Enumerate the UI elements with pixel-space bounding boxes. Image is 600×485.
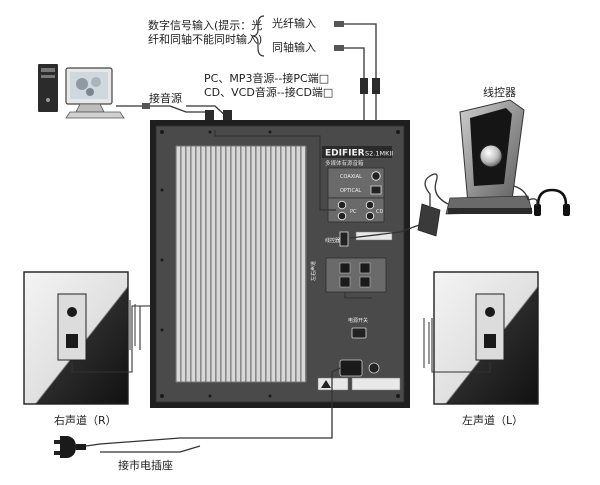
controller-port: 线控器 [325,231,393,247]
coaxial-input-label: 同轴输入 [272,41,316,54]
power-switch-area: 电源开关 [348,317,368,339]
ac-inlet[interactable] [339,359,363,377]
power-plug-icon [54,436,86,458]
power-cord [85,367,341,447]
digital-input-area: COAXIAL OPTICAL [327,167,385,199]
terminal-l-plus[interactable] [339,262,351,274]
audio-source-label: 接音源 [149,92,182,105]
pc-port-label: PC [350,209,357,215]
rca-plug-pair [205,110,232,124]
power-socket-label: 接市电插座 [118,459,173,472]
left-speaker-cable [431,318,491,373]
panel-subtitle: 多媒体有源音箱 [325,159,364,167]
digital-input-brace [251,15,265,57]
cd-port-left[interactable] [365,200,375,210]
cd-input-label: CD、VCD音源--接CD端□ [204,86,334,99]
speaker-wire-terminal [344,292,372,299]
coaxial-cable [334,45,368,155]
speaker-left [423,271,539,405]
brand-strip: EDIFIER S2.1MKII 多媒体有源音箱 [322,146,393,167]
wired-controller-label: 线控器 [483,86,516,99]
wired-controller [445,99,533,215]
fuse-holder[interactable] [368,362,380,374]
right-channel-label: 右声道（R） [54,414,117,427]
rating-label [351,377,401,391]
pc-port-left[interactable] [337,200,347,210]
vent-grille [175,145,307,383]
power-switch[interactable] [351,327,367,339]
pc-input-label: PC、MP3音源--接PC端□ [204,72,330,85]
left-channel-label: 左声道（L） [462,414,524,427]
volume-knob[interactable] [479,144,503,168]
power-switch-label: 电源开关 [348,317,368,324]
coaxial-port[interactable] [371,171,381,181]
headphone-icon [513,185,570,216]
analog-input-area: PC CD [327,197,385,223]
analog-cable-to-panel [214,130,336,211]
brand-logo: EDIFIER [325,149,365,159]
digital-input-label-line1: 数字信号输入(提示：光 [148,19,263,32]
controller-port-label: 线控器 [325,237,340,244]
optical-input-label: 光纤输入 [272,17,316,30]
ac-inlet-area [317,359,401,391]
warning-label [317,377,349,391]
optical-port[interactable] [370,185,382,195]
speaker-terminals: 左右声道 [310,257,387,293]
terminal-r-plus[interactable] [359,262,371,274]
controller-cable [424,173,449,206]
speaker-right [23,271,136,405]
optical-port-label: OPTICAL [340,188,361,194]
computer-icon [38,64,125,119]
coaxial-port-label: COAXIAL [340,174,362,180]
pc-port-right[interactable] [337,211,347,221]
model-label: S2.1MKII [365,150,393,158]
cd-port-right[interactable] [365,211,375,221]
controller-jack[interactable] [339,231,349,247]
terminal-l-minus[interactable] [339,276,351,288]
terminal-r-minus[interactable] [359,276,371,288]
right-speaker-cable [71,305,141,373]
speaker-terminal-label: 左右声道 [310,261,317,281]
cd-port-label: CD [376,209,383,215]
digital-input-label-line2: 纤和同轴不能同时输入) [148,33,263,46]
controller-db-plug [349,203,441,239]
